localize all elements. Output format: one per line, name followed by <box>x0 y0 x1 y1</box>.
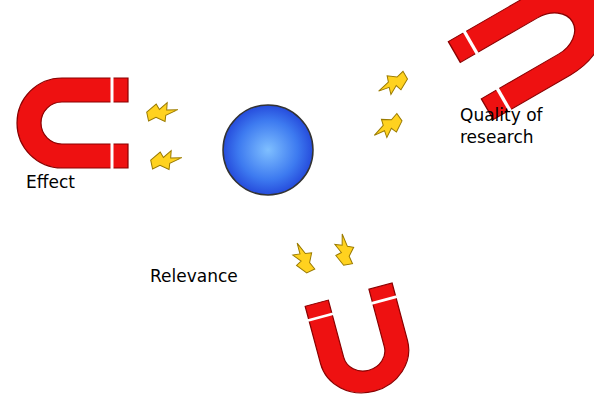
lightning-bolt <box>369 110 405 143</box>
lightning-bolt <box>374 68 410 100</box>
lightning-bolt <box>145 100 179 125</box>
horseshoe-magnet <box>17 77 128 169</box>
horseshoe-magnet <box>304 283 419 394</box>
lightning-bolt <box>332 233 356 267</box>
lightning-bolt <box>288 239 318 275</box>
magnet-label: Effect <box>26 171 116 193</box>
horseshoe-magnet <box>448 0 594 120</box>
magnet-label: Quality of research <box>460 104 580 148</box>
magnet-label: Relevance <box>150 265 270 287</box>
lightning-bolt <box>149 148 183 173</box>
blue-sphere <box>223 105 313 195</box>
